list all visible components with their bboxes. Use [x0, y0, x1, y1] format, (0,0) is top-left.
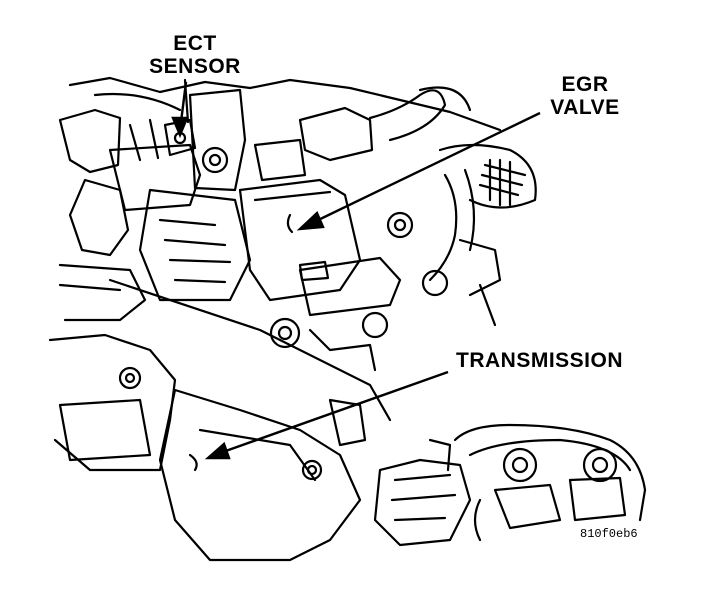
engine-block-outline [68, 76, 502, 132]
egr-label-line2: VALVE [550, 96, 620, 119]
transmission-arrowhead [204, 441, 231, 460]
transmission-leader-line [219, 370, 449, 455]
ect-sensor-label: ECT SENSOR [130, 32, 260, 78]
egr-label-line1: EGR [561, 73, 609, 96]
transmission-label: TRANSMISSION [456, 349, 624, 372]
ect-label-line1: ECT [173, 32, 217, 55]
ect-label-line2: SENSOR [149, 55, 241, 78]
egr-valve-label: EGR VALVE [525, 73, 645, 119]
transmission-case [158, 388, 362, 562]
egr-valve-body [238, 178, 362, 302]
egr-arrowhead [296, 210, 325, 231]
egr-leader-line [311, 111, 541, 225]
figure-id: 810f0eb6 [580, 527, 638, 541]
ect-arrowhead [171, 116, 189, 139]
